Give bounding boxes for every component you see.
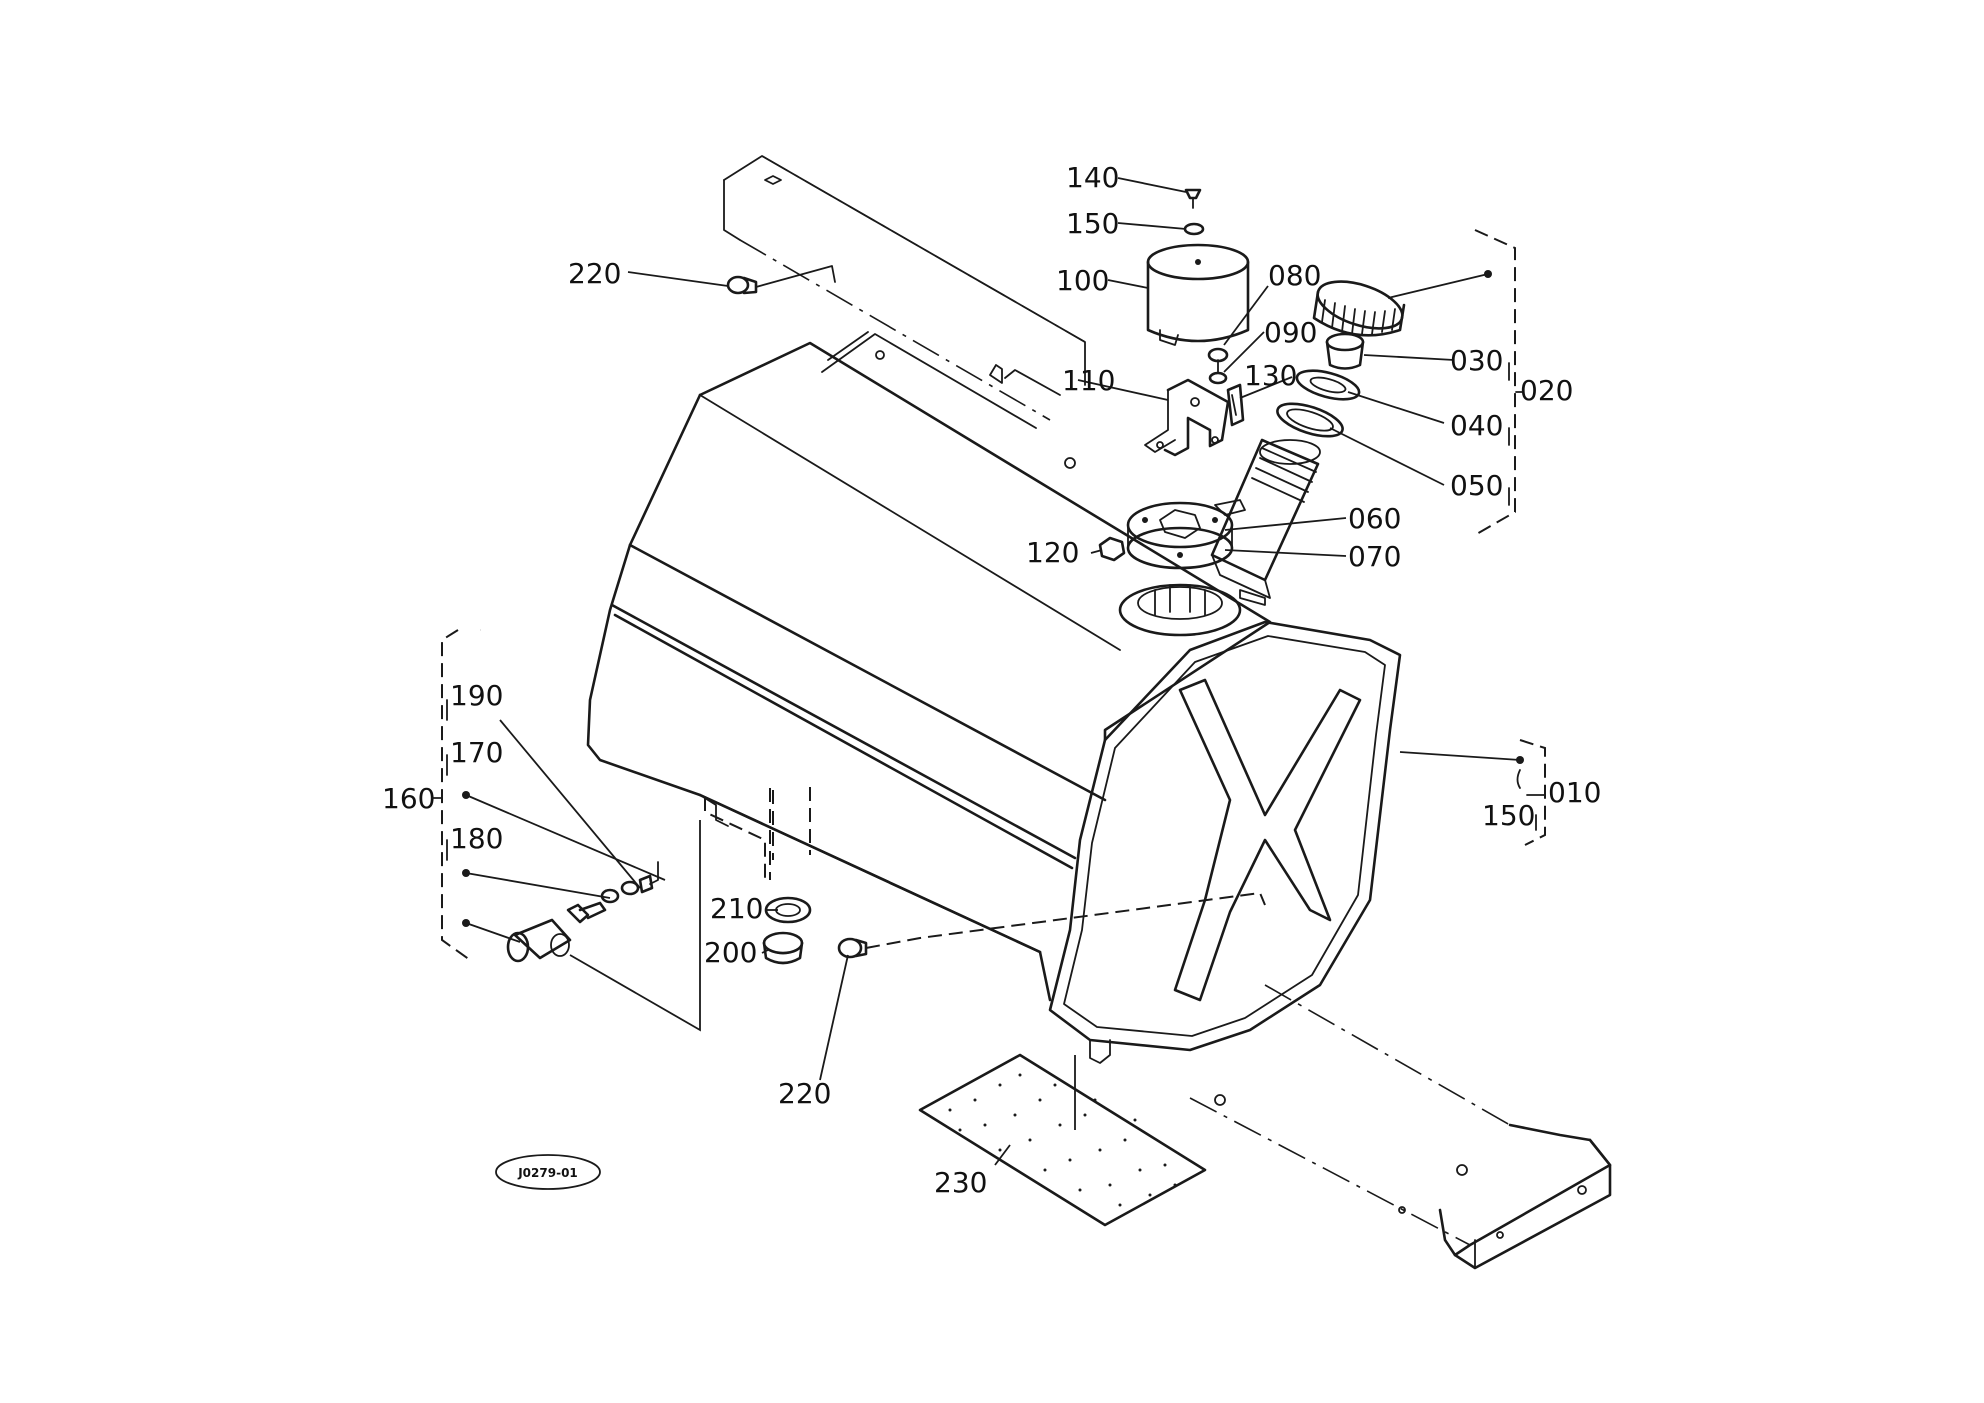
filler-neck-assembly <box>1118 438 1321 637</box>
lower-frame-rail <box>1189 984 1612 1270</box>
label-100: 100 <box>1056 264 1109 297</box>
cap-insert <box>1325 332 1365 370</box>
nut-120 <box>1098 536 1126 562</box>
label-060: 060 <box>1348 502 1401 535</box>
clip-220-bottom <box>837 891 1266 959</box>
cap-gasket-050 <box>1276 402 1344 438</box>
filler-cap <box>1312 280 1406 337</box>
cap-gasket-040 <box>1295 369 1361 401</box>
pad-texture <box>948 1073 1177 1207</box>
tilde-150 <box>1516 769 1521 789</box>
label-090: 090 <box>1264 316 1317 349</box>
label-130: 130 <box>1244 359 1297 392</box>
label-210: 210 <box>710 892 763 925</box>
label-160: 160 <box>382 782 435 815</box>
drawing-reference-stamp: J0279-01 <box>495 1154 601 1190</box>
label-150-right: 150 <box>1482 799 1535 832</box>
group-bracket-020 <box>1474 229 1516 536</box>
screw-140 <box>1184 188 1202 209</box>
label-030: 030 <box>1450 344 1503 377</box>
insulator-pad <box>918 1053 1207 1227</box>
label-180: 180 <box>450 822 503 855</box>
label-200: 200 <box>704 936 757 969</box>
label-230: 230 <box>934 1166 987 1199</box>
label-220-bottom: 220 <box>778 1077 831 1110</box>
upper-frame-rail <box>723 155 1086 421</box>
fuel-outlet-fitting <box>441 629 701 1032</box>
label-010: 010 <box>1548 776 1601 809</box>
label-190: 190 <box>450 679 503 712</box>
label-040: 040 <box>1450 409 1503 442</box>
label-170: 170 <box>450 736 503 769</box>
label-080: 080 <box>1268 259 1321 292</box>
label-050: 050 <box>1450 469 1503 502</box>
drawing-reference-text: J0279-01 <box>517 1166 578 1180</box>
washer-150 <box>1183 222 1205 236</box>
label-140: 140 <box>1066 161 1119 194</box>
sender-cover <box>1146 243 1250 346</box>
fuel-tank <box>586 331 1402 1064</box>
cover-bracket <box>1144 378 1230 457</box>
group-bracket-010 <box>1519 739 1546 846</box>
label-220-top: 220 <box>568 257 621 290</box>
label-020: 020 <box>1520 374 1573 407</box>
label-110: 110 <box>1062 364 1115 397</box>
label-070: 070 <box>1348 540 1401 573</box>
clamp-hardware <box>1207 347 1245 427</box>
drain-plug-200 <box>762 931 804 965</box>
label-150-top: 150 <box>1066 207 1119 240</box>
leader-lines <box>462 177 1524 1166</box>
clip-220-top <box>726 265 836 295</box>
label-120: 120 <box>1026 536 1079 569</box>
